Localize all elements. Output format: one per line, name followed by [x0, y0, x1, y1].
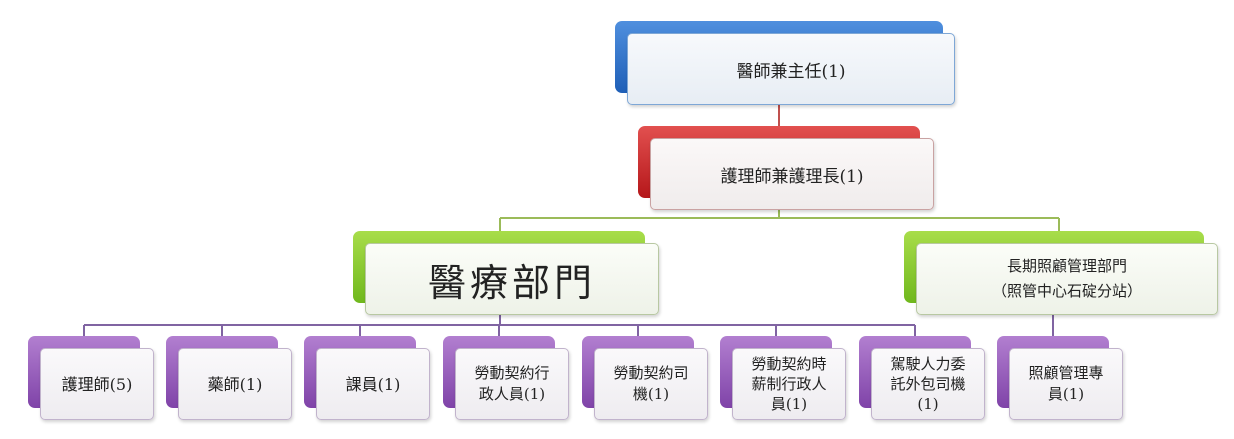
node-director-label: 醫師兼主任(1): [736, 61, 846, 82]
node-labor-admin-label: 勞動契約行 政人員(1): [474, 364, 550, 403]
node-pharmacist-label: 藥師(1): [207, 374, 263, 394]
node-clerk-label: 課員(1): [345, 374, 401, 394]
node-medical-dept-label: 醫療部門: [427, 260, 596, 305]
node-labor-driver-label: 勞動契約司 機(1): [613, 364, 689, 403]
node-ltc-dept-label: 長期照顧管理部門 （照管中心石碇分站）: [991, 257, 1142, 300]
node-outsourced-driver-label: 駕駛人力委 託外包司機 (1): [890, 355, 966, 413]
node-hourly-admin-label: 勞動契約時 薪制行政人 員(1): [751, 355, 827, 413]
node-nurse-label: 護理師(5): [61, 374, 133, 394]
node-care-manager-label: 照顧管理專 員(1): [1028, 364, 1104, 403]
node-head-nurse-label: 護理師兼護理長(1): [720, 166, 864, 187]
